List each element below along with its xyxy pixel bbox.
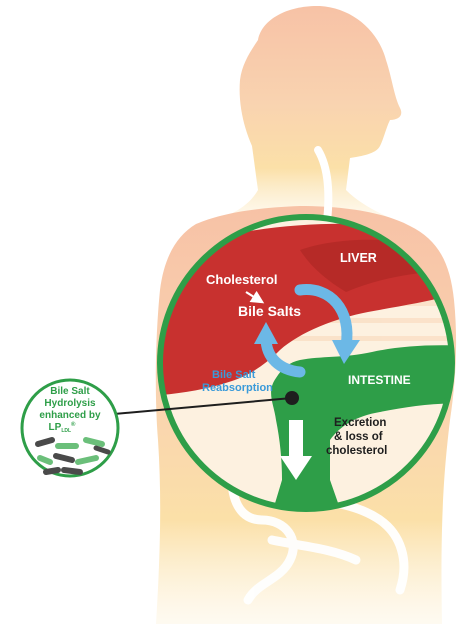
inset-line-1: Bile Salt	[50, 386, 90, 397]
magnifier-view	[160, 217, 452, 509]
conversion-arrow	[245, 290, 265, 304]
bacteria-cells	[35, 437, 111, 475]
intestine-label: INTESTINE	[348, 373, 411, 387]
excretion-label-3: cholesterol	[326, 445, 387, 457]
reabsorption-label-1: Bile Salt	[212, 369, 256, 381]
inset-lp-subscript: LDL	[61, 428, 71, 434]
reabsorption-label-2: Reabsorption	[202, 382, 273, 394]
excretion-label-2: & loss of	[334, 431, 383, 443]
inset-line-2: Hydrolysis	[44, 398, 96, 409]
bile-salts-label: Bile Salts	[238, 303, 301, 319]
inset-line-3: enhanced by	[39, 410, 101, 421]
hydrolysis-site-dot	[285, 391, 299, 405]
magnifier-ring	[157, 214, 455, 512]
intestine-shape	[270, 345, 452, 509]
bacteria-inset: Bile Salt Hydrolysis enhanced by LPLDL®	[20, 378, 120, 478]
recirculation-arrows	[254, 284, 360, 378]
excretion-label-1: Excretion	[334, 417, 386, 429]
inset-lp-superscript: ®	[71, 421, 76, 428]
cholesterol-label: Cholesterol	[206, 272, 278, 287]
inset-connector	[113, 397, 293, 415]
inset-lp-label: LPLDL®	[49, 421, 77, 434]
liver-label: LIVER	[340, 251, 377, 265]
